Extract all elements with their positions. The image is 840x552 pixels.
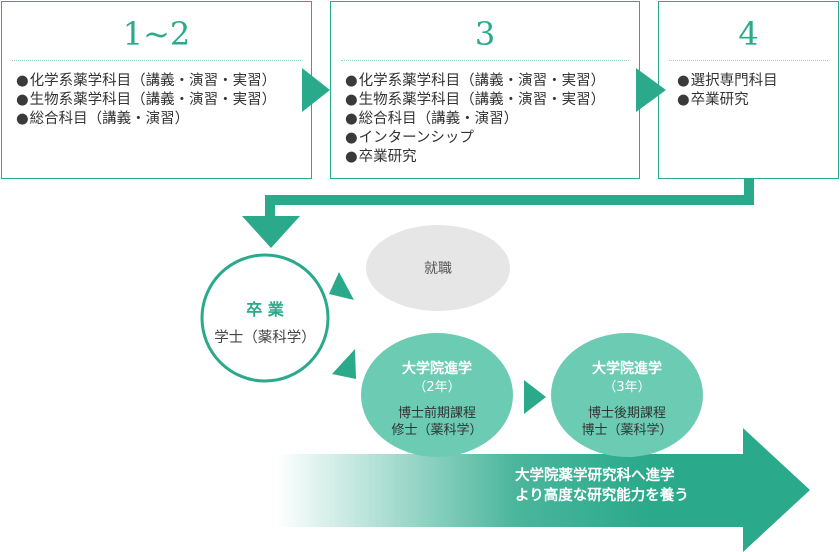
big-arrow-band [276,428,810,552]
course-list: 化学系薬学科目（講義・演習・実習） 生物系薬学科目（講義・演習・実習） 総合科目… [345,72,606,167]
divider [12,60,301,61]
arrow-to-masters-icon [332,349,356,379]
masters-title: 大学院進学 [402,361,472,377]
course-item: 化学系薬学科目（講義・演習・実習） [345,72,606,91]
course-item: 生物系薬学科目（講義・演習・実習） [16,91,277,110]
stage-box-4: 4 選択専門科目 卒業研究 [658,1,839,179]
doctoral-title: 大学院進学 [592,361,662,377]
course-item: 総合科目（講義・演習） [16,110,276,129]
masters-bubble [361,333,513,457]
banner-text: 大学院薬学研究科へ進学 より高度な研究能力を養う [515,466,795,506]
doctoral-course: 博士後期課程 [587,406,666,421]
masters-years: （2年） [413,380,461,395]
employment-label: 就職 [424,261,452,277]
graduation-title: 卒 業 [246,300,284,319]
banner-line-1: 大学院薬学研究科へ進学 [515,468,675,484]
masters-course: 博士前期課程 [397,406,476,421]
employment-ellipse [366,225,510,311]
graduation-degree: 学士（薬科学） [214,330,316,346]
doctoral-years: （3年） [603,380,651,395]
stage-number: 4 [738,15,759,53]
arrow-down-icon [242,216,300,248]
course-item: インターンシップ [345,129,605,148]
arrow-right-icon [302,68,330,112]
banner-line-2: より高度な研究能力を養う [515,488,689,504]
divider [341,60,629,61]
course-item: 選択専門科目 [677,72,778,91]
course-item: 卒業研究 [677,91,778,110]
course-list: 化学系薬学科目（講義・演習・実習） 生物系薬学科目（講義・演習・実習） 総合科目… [16,72,277,129]
stage-number: 3 [474,15,496,53]
doctoral-degree: 博士（薬科学） [581,423,673,438]
course-item: 生物系薬学科目（講義・演習・実習） [345,91,606,110]
course-item: 卒業研究 [345,148,605,167]
stage-number: 1~2 [122,15,191,53]
stage-box-3: 3 化学系薬学科目（講義・演習・実習） 生物系薬学科目（講義・演習・実習） 総合… [330,1,640,179]
arrow-right-icon [636,68,666,112]
arrow-to-employment-icon [329,272,354,300]
divider [669,60,828,61]
arrow-right-icon [524,380,546,414]
masters-degree: 修士（薬科学） [391,423,483,438]
graduation-circle [200,253,330,383]
stage-box-1-2: 1~2 化学系薬学科目（講義・演習・実習） 生物系薬学科目（講義・演習・実習） … [1,1,312,179]
connector-arrow [265,179,754,218]
course-item: 化学系薬学科目（講義・演習・実習） [16,72,277,91]
course-list: 選択専門科目 卒業研究 [677,72,778,110]
course-item: 総合科目（講義・演習） [345,110,605,129]
doctoral-bubble [551,333,703,457]
